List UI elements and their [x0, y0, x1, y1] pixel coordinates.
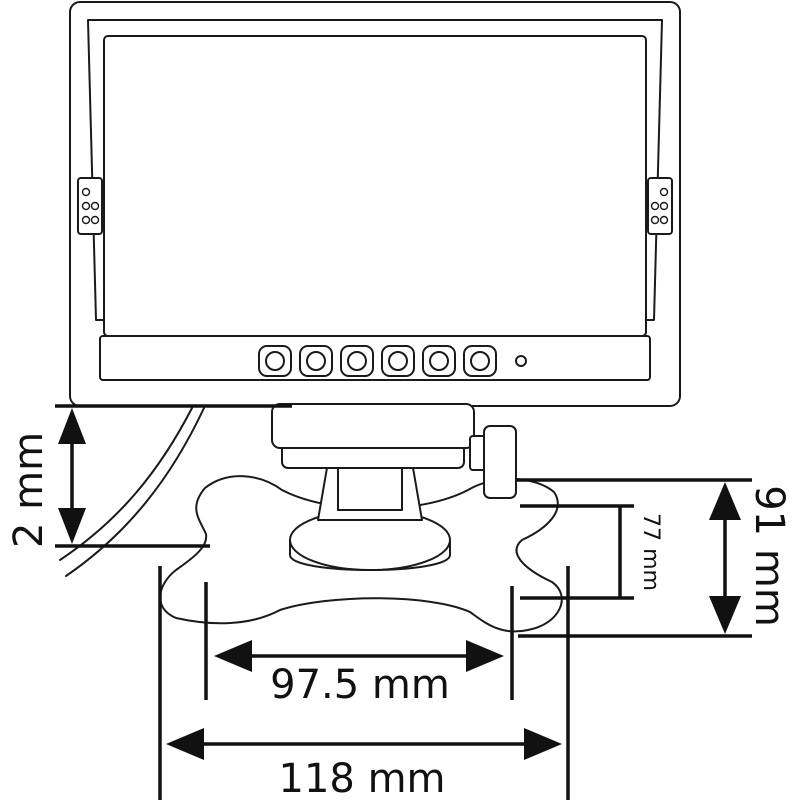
button-2 — [299, 345, 333, 377]
dim-height-offset — [55, 404, 292, 548]
stand-neck — [317, 461, 423, 521]
power-led — [515, 355, 527, 367]
control-buttons — [258, 345, 527, 377]
left-bracket — [77, 177, 103, 235]
stand-hinge — [271, 403, 517, 499]
dim-base-inner-width — [204, 582, 514, 700]
monitor — [69, 1, 681, 407]
label-height-offset: 2 mm — [6, 432, 52, 548]
button-3 — [340, 345, 374, 377]
button-1 — [258, 345, 292, 377]
dim-base-inner-depth — [520, 504, 634, 600]
monitor-screen — [103, 35, 647, 337]
label-base-outer-width: 118 mm — [279, 756, 446, 800]
button-4 — [381, 345, 415, 377]
label-base-inner-width: 97.5 mm — [270, 662, 450, 708]
right-bracket — [647, 177, 673, 235]
cable-outline — [65, 407, 205, 577]
label-base-inner-depth: 77 mm — [638, 513, 663, 591]
dim-base-depth — [516, 478, 752, 638]
dim-base-outer-width — [158, 566, 570, 800]
label-base-depth: 91 mm — [746, 485, 792, 627]
button-5 — [422, 345, 456, 377]
monitor-lower-panel — [99, 335, 651, 381]
suction-cup — [289, 509, 451, 571]
button-6 — [463, 345, 497, 377]
